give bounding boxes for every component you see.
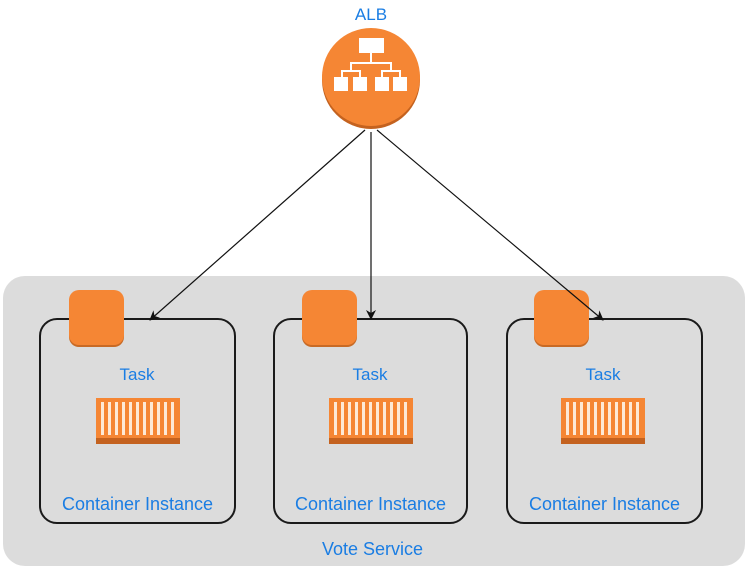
task-label-2: Task <box>352 365 388 384</box>
container-instance-label-3: Container Instance <box>528 494 681 514</box>
load-balancer-icon[interactable] <box>320 27 422 131</box>
container-icon <box>329 398 413 444</box>
container-instance-label-2: Container Instance <box>294 494 447 514</box>
container-icon <box>561 398 645 444</box>
alb-label: ALB <box>354 5 388 24</box>
task-label-3: Task <box>585 365 621 384</box>
container-instance-label-1: Container Instance <box>61 494 214 514</box>
container-instance-1[interactable] <box>39 318 236 524</box>
container-icon <box>96 398 180 444</box>
container-instance-3[interactable] <box>506 318 703 524</box>
service-label: Vote Service <box>321 539 424 559</box>
task-badge-3[interactable] <box>534 290 589 345</box>
edge-alb-to-instance-3 <box>376 129 604 321</box>
task-label-1: Task <box>119 365 155 384</box>
task-badge-1[interactable] <box>69 290 124 345</box>
task-badge-2[interactable] <box>302 290 357 345</box>
edge-alb-to-instance-1 <box>149 129 366 321</box>
